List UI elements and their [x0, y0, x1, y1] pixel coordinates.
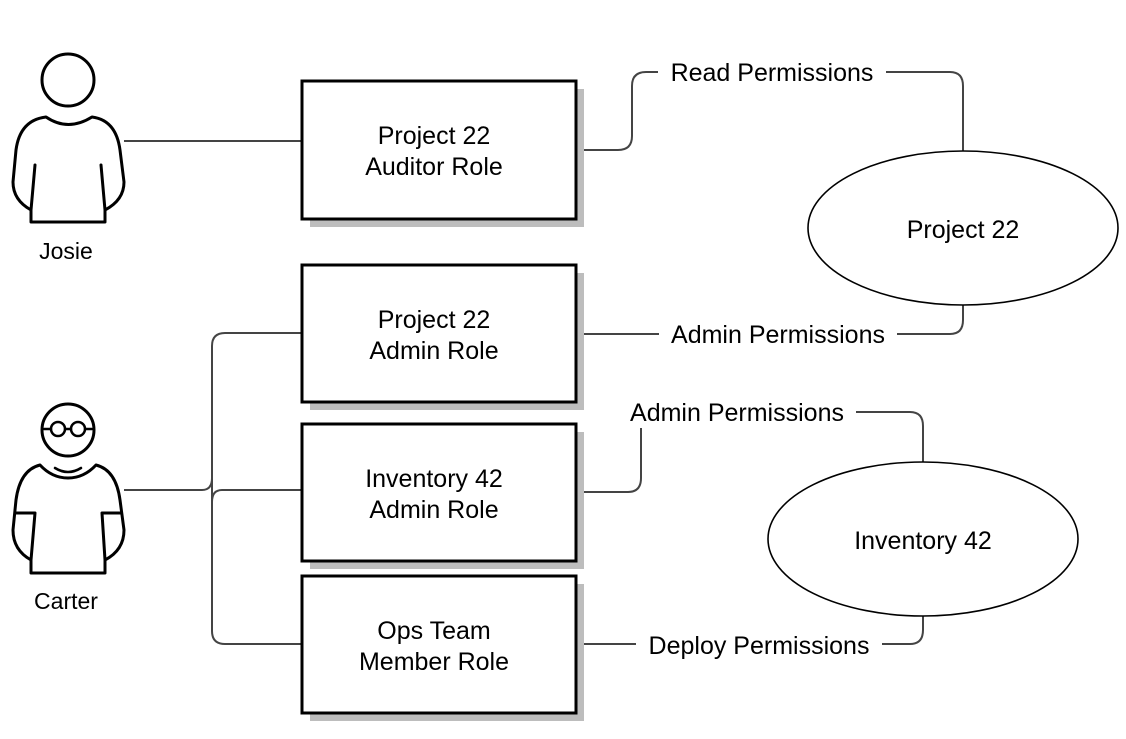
role-project22-auditor[interactable]: Project 22 Auditor Role [300, 79, 584, 227]
role-project22-admin[interactable]: Project 22 Admin Role [300, 263, 584, 410]
resource-project22[interactable]: Project 22 [807, 150, 1119, 306]
resource-inventory42[interactable]: Inventory 42 [767, 461, 1079, 617]
role-label-line2: Admin Role [369, 496, 498, 524]
connector-auditor-project22 [576, 71, 964, 152]
edge-label-read-permissions: Read Permissions [671, 59, 874, 87]
role-label-line2: Member Role [359, 648, 509, 676]
resource-name: Inventory 42 [854, 527, 992, 555]
actor-carter[interactable]: Carter [11, 402, 126, 614]
resource-name: Project 22 [907, 216, 1020, 244]
connector-carter-roles [124, 332, 302, 645]
actor-josie[interactable]: Josie [11, 52, 126, 264]
role-label-line2: Admin Role [369, 337, 498, 365]
role-inventory42-admin[interactable]: Inventory 42 Admin Role [300, 422, 584, 569]
role-label-line1: Ops Team [377, 617, 490, 645]
role-label-line1: Inventory 42 [365, 465, 503, 493]
actor-name: Carter [34, 588, 98, 614]
edge-label-admin-permissions: Admin Permissions [671, 321, 885, 349]
person-with-glasses-icon [11, 402, 126, 575]
role-label-line1: Project 22 [378, 122, 491, 150]
actor-name: Josie [39, 238, 93, 264]
person-icon [11, 52, 126, 224]
role-label-line2: Auditor Role [365, 153, 503, 181]
role-label-line1: Project 22 [378, 306, 491, 334]
connector-ops-inventory42 [576, 615, 924, 645]
edge-label-deploy-permissions: Deploy Permissions [649, 632, 870, 660]
role-ops-team-member[interactable]: Ops Team Member Role [300, 574, 584, 721]
edge-label-admin-permissions: Admin Permissions [630, 399, 844, 427]
connector-admin22-project22 [576, 303, 964, 335]
